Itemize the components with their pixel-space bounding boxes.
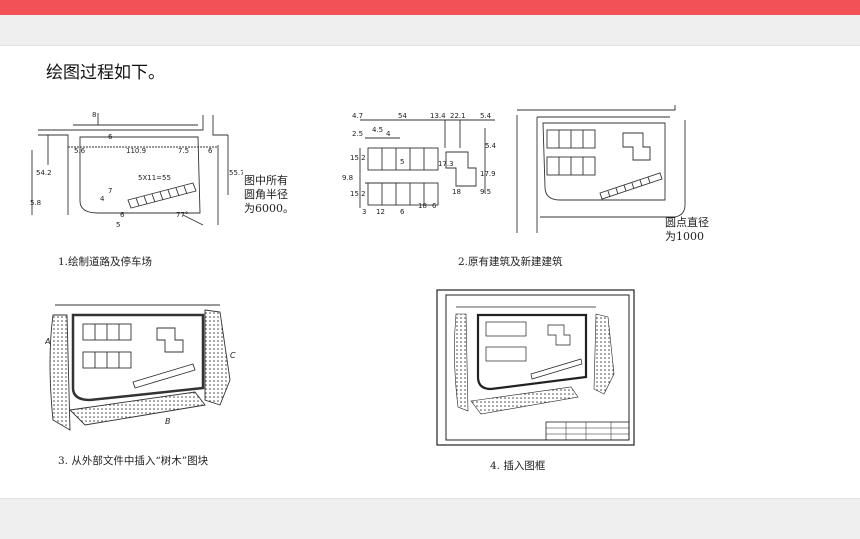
svg-text:5: 5	[400, 158, 404, 166]
svg-text:17.9: 17.9	[480, 170, 496, 178]
figure-2-dimensions: 4.7 54 13.4 22.1 5.4 2.5 4.5 4 5 15.2 15…	[340, 108, 500, 220]
svg-text:5X11=55: 5X11=55	[138, 174, 171, 182]
svg-text:5.6: 5.6	[74, 147, 86, 155]
svg-text:B: B	[165, 417, 171, 426]
svg-text:110.9: 110.9	[126, 147, 146, 155]
svg-text:54.2: 54.2	[36, 169, 52, 177]
svg-text:55.7: 55.7	[229, 169, 243, 177]
svg-text:4.7: 4.7	[352, 112, 363, 120]
figure-4-caption: 4. 插入图框	[490, 460, 546, 472]
svg-text:5.4: 5.4	[480, 112, 492, 120]
svg-text:7: 7	[108, 187, 112, 195]
svg-text:18: 18	[418, 202, 427, 210]
figure-2-note: 圆点直径 为1000	[665, 216, 709, 243]
svg-text:12: 12	[376, 208, 385, 216]
svg-text:5.8: 5.8	[30, 199, 41, 207]
svg-text:9.8: 9.8	[342, 174, 353, 182]
figure-4-frame	[436, 289, 636, 447]
svg-text:4.5: 4.5	[372, 126, 383, 134]
figure-3-drawing: A B C	[45, 304, 236, 431]
svg-text:7.5: 7.5	[178, 147, 189, 155]
slide-title: 绘图过程如下。	[46, 63, 165, 83]
svg-text:22.1: 22.1	[450, 112, 466, 120]
figure-2-plan	[515, 105, 690, 233]
svg-text:77°: 77°	[176, 211, 188, 219]
svg-text:5.4: 5.4	[485, 142, 497, 150]
figure-1-drawing: 8 6 5.6 110.9 7.5 6 54.2 55.7 5.8 5X11=5…	[30, 111, 243, 229]
svg-text:A: A	[45, 337, 50, 346]
figure-3-trees: A B C	[45, 300, 245, 438]
svg-text:C: C	[230, 351, 236, 360]
top-accent-bar	[0, 0, 860, 15]
figure-1-note: 图中所有 圆角半径 为6000。	[244, 174, 294, 215]
svg-text:4: 4	[100, 195, 105, 203]
figure-4-drawing	[436, 289, 635, 446]
svg-text:17.3: 17.3	[438, 160, 454, 168]
figure-2-drawing: 4.7 54 13.4 22.1 5.4 2.5 4.5 4 5 15.2 15…	[342, 112, 497, 216]
svg-text:6: 6	[400, 208, 405, 216]
svg-text:3: 3	[362, 208, 366, 216]
figure-2-caption: 2.原有建筑及新建建筑	[458, 256, 563, 268]
svg-text:5: 5	[116, 221, 120, 229]
svg-text:6: 6	[208, 147, 213, 155]
figure-1-caption: 1.绘制道路及停车场	[58, 256, 153, 268]
svg-text:6: 6	[120, 211, 125, 219]
svg-text:8: 8	[92, 111, 96, 119]
figure-3-caption: 3. 从外部文件中插入“树木”图块	[58, 455, 209, 467]
footer-band	[0, 498, 860, 539]
figure-1-road-parking: 8 6 5.6 110.9 7.5 6 54.2 55.7 5.8 5X11=5…	[28, 105, 243, 245]
svg-text:54: 54	[398, 112, 407, 120]
svg-text:2.5: 2.5	[352, 130, 363, 138]
svg-text:6: 6	[432, 202, 437, 210]
svg-text:15.2: 15.2	[350, 154, 366, 162]
svg-text:18: 18	[452, 188, 461, 196]
svg-text:15.2: 15.2	[350, 190, 366, 198]
svg-text:13.4: 13.4	[430, 112, 446, 120]
svg-text:4: 4	[386, 130, 391, 138]
svg-text:6: 6	[108, 133, 113, 141]
svg-text:9.5: 9.5	[480, 188, 491, 196]
header-band	[0, 15, 860, 46]
figure-2-plan-drawing	[516, 105, 686, 233]
